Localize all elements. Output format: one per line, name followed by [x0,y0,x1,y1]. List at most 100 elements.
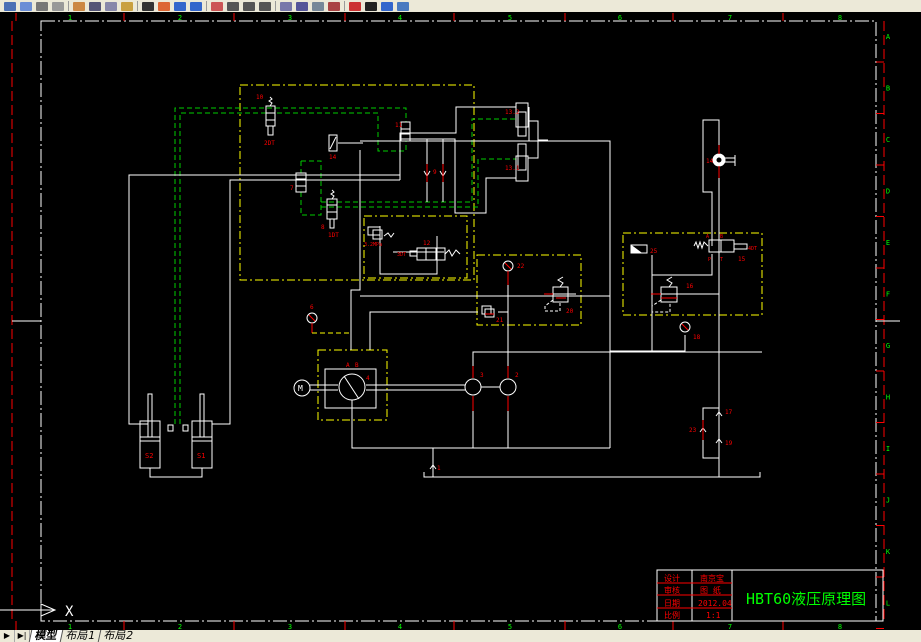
pressure-gauge-18[interactable]: 18 [679,321,701,341]
pressure-gauge-6[interactable]: 6 [306,304,351,334]
print-icon[interactable] [36,1,48,11]
column-label: 8 [838,623,842,630]
open-icon[interactable] [4,1,16,11]
filter-1[interactable]: 1 [429,464,441,472]
row-label: B [886,85,890,93]
check-valves-17-19-23[interactable]: 17 19 23 [689,409,733,447]
component-groups [239,84,763,421]
valve-25[interactable]: 25 [630,244,658,255]
next-tab-button[interactable]: ▶ [0,630,15,642]
drawing-title: HBT60液压原理图 [746,590,866,608]
row-label: K [886,548,891,556]
label-19: 19 [725,440,733,447]
column-label: 4 [398,14,402,22]
label-4: 4 [366,375,370,382]
block-editor-icon[interactable] [158,1,170,11]
label-15-a: A [706,234,709,240]
valve-14[interactable]: 14 [328,134,338,161]
column-label: 3 [288,623,292,630]
pan-icon[interactable] [211,1,223,11]
valve-7[interactable]: 7 [290,172,307,193]
label-3dt: 3DT [397,252,406,258]
hydraulic-lines [128,106,762,478]
label-s1: S1 [197,452,205,460]
toolbar-separator [206,1,207,11]
row-label: A [886,33,891,41]
valve-11[interactable]: 11 [395,121,411,142]
paste-icon[interactable] [121,1,133,11]
frame-border [40,20,877,622]
swing-block-outline [622,232,763,316]
redo-icon[interactable] [190,1,202,11]
valve-12-assembly[interactable]: 3.2MPa 12 3DT [364,226,461,261]
check-valves-9[interactable]: 9 [423,164,447,182]
tool-palettes-icon[interactable] [312,1,324,11]
pressure-gauge-22[interactable]: 22 [502,260,525,285]
label-21: 21 [496,317,504,324]
toolbar-separator [275,1,276,11]
label-motor-14: 14 [706,158,714,165]
zoom-previous-icon[interactable] [259,1,271,11]
label-2dt: 2DT [264,140,275,147]
copy-icon[interactable] [105,1,117,11]
hydraulic-motor-14[interactable]: 14 [706,145,736,178]
column-label: 5 [508,14,512,22]
cylinder-s1[interactable]: S1 [149,393,213,478]
label-s2: S2 [145,452,153,460]
design-center-icon[interactable] [296,1,308,11]
label-1dt: 1DT [328,232,339,239]
relief-valve-20[interactable]: 20 [544,276,574,315]
tab-layout2[interactable]: 布局2 [97,629,139,642]
markup-icon[interactable] [349,1,361,11]
layer-icon[interactable] [397,1,409,11]
properties-icon[interactable] [280,1,292,11]
zoom-realtime-icon[interactable] [227,1,239,11]
column-label: 4 [398,623,402,630]
label-port-b: B [355,362,359,369]
column-label: 7 [728,14,732,22]
cut-icon[interactable] [89,1,101,11]
sheet-set-icon[interactable] [328,1,340,11]
column-label: 2 [178,623,182,630]
title-block-label: 日期 [664,599,680,608]
match-properties-icon[interactable] [142,1,154,11]
save-icon[interactable] [20,1,32,11]
cylinder-s2[interactable]: S2 [139,393,161,469]
help-icon[interactable] [381,1,393,11]
swing-cylinders-13[interactable]: 13.2 13.1 [505,102,548,182]
zoom-window-icon[interactable] [243,1,255,11]
last-tab-button[interactable]: ▶| [15,630,30,642]
title-block-value: 南京宝 [700,573,724,583]
row-label: G [886,342,890,350]
tab-layout1[interactable]: 布局1 [59,629,101,642]
ucs-x-label: X [65,604,74,620]
valve-10[interactable]: 10 2DT [256,94,276,147]
row-label: I [886,445,890,453]
electric-motor[interactable]: M [293,379,311,397]
valve-15[interactable]: A B P T 15 4DT [693,234,757,263]
relief-block-outline [476,254,582,326]
calculator-icon[interactable] [365,1,377,11]
label-4dt: 4DT [748,246,757,252]
valve-21[interactable]: 21 [481,305,504,324]
tab-model[interactable]: 模型 [28,629,63,642]
title-block: 设计 审核 日期 比例 南京宝 图 纸 2012.04 1:1 HBT60液压原… [656,569,884,622]
toolbar-separator [68,1,69,11]
pump-2[interactable]: 2 [499,366,519,411]
publish-icon[interactable] [73,1,85,11]
row-label: F [886,291,890,299]
pump-3[interactable]: 3 [464,366,484,411]
valve-8[interactable]: 8 1DT [321,189,339,239]
preview-icon[interactable] [52,1,64,11]
column-label: 6 [618,623,622,630]
label-18: 18 [693,334,701,341]
relief-valve-16[interactable]: 16 [651,276,694,313]
title-block-value: 图 纸 [700,585,721,595]
label-22: 22 [517,263,525,270]
undo-icon[interactable] [174,1,186,11]
main-pump-4[interactable]: A B 4 [324,362,377,409]
row-label: C [886,136,890,144]
label-15-t: T [720,257,723,263]
